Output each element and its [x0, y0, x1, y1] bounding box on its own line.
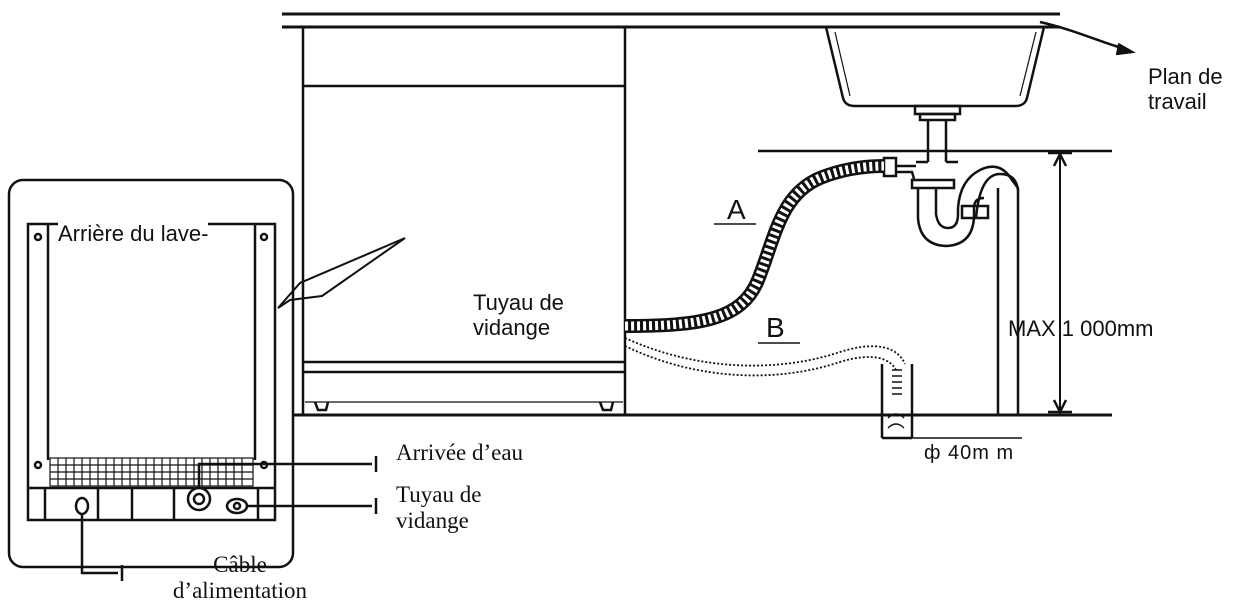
- label-worktop: Plan de travail: [1148, 64, 1223, 115]
- sink-drain-pipe: [913, 104, 962, 162]
- standpipe: [880, 364, 1022, 440]
- back-panel-callout: [277, 237, 406, 309]
- label-pipe-diameter: ф 40m m: [924, 442, 1015, 464]
- label-hose-b: B: [766, 312, 785, 343]
- label-drain-hose-rear: Tuyau de vidange: [396, 482, 482, 534]
- label-hose-a: A: [727, 194, 746, 225]
- drain-connector: [225, 497, 378, 515]
- worktop: [282, 12, 1060, 29]
- power-cable-connector: [74, 496, 124, 581]
- water-inlet-connector: [186, 456, 378, 512]
- label-water-inlet: Arrivée d’eau: [396, 440, 524, 465]
- back-panel-grille: [49, 457, 254, 487]
- worktop-arrow: [1039, 20, 1136, 56]
- dishwasher-body: [301, 27, 627, 415]
- label-power-cable: Câble d’alimentation: [172, 552, 308, 604]
- drain-hose-a: [624, 159, 885, 333]
- height-dimension: [1048, 151, 1072, 415]
- label-max-height: MAX 1 000mm: [1008, 316, 1154, 341]
- sink-bowl: [824, 26, 1046, 108]
- drain-hose-b: [624, 337, 906, 377]
- label-back-panel: Arrière du lave-: [58, 221, 209, 247]
- siphon-trap: [882, 156, 1020, 415]
- label-drain-hose-main: Tuyau de vidange: [473, 290, 564, 341]
